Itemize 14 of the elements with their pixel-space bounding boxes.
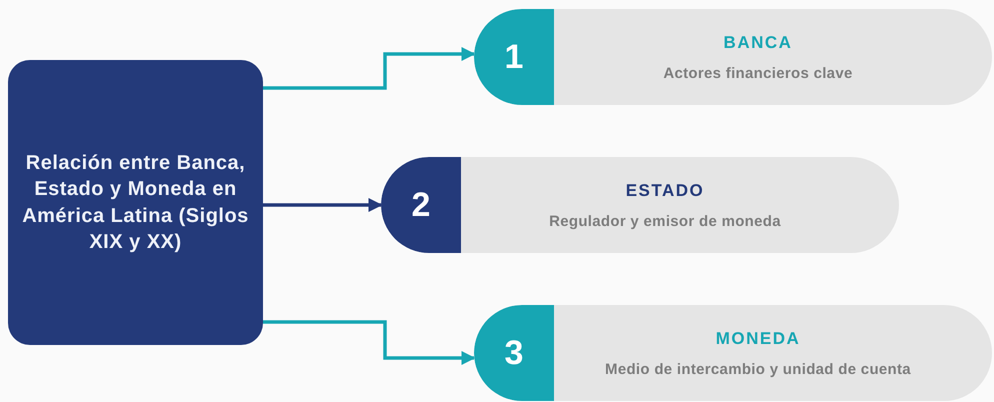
topic-text: Relación entre Banca, Estado y Moneda en América Latina (Siglos XIX y XX) xyxy=(22,150,249,255)
pill-title: MONEDA xyxy=(716,328,800,348)
pill-title: BANCA xyxy=(724,32,792,52)
topic-box xyxy=(8,60,263,345)
step-number: 1 xyxy=(504,38,524,76)
connector-arrow xyxy=(263,198,382,212)
pill-description: Regulador y emisor de moneda xyxy=(549,212,781,230)
step-number: 2 xyxy=(412,186,430,224)
connector-arrow xyxy=(263,320,476,365)
pill-description: Medio de intercambio y unidad de cuenta xyxy=(605,360,911,378)
connector-arrow xyxy=(263,47,476,90)
pill-title: ESTADO xyxy=(626,180,704,200)
step-number: 3 xyxy=(504,334,524,372)
pill-description: Actores financieros clave xyxy=(663,64,853,82)
